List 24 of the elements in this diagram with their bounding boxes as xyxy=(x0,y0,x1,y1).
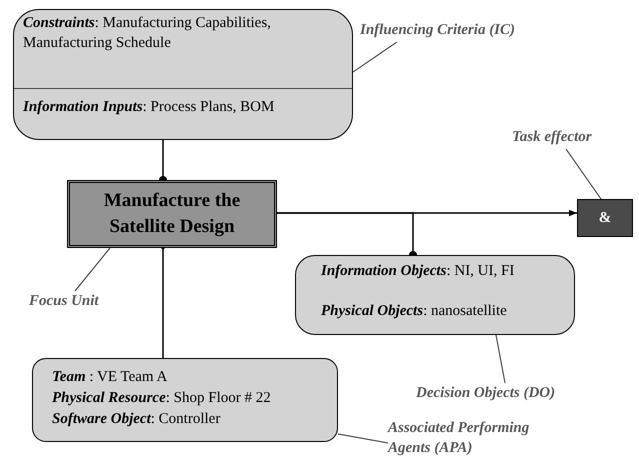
focus-unit-title: Manufacture the Satellite Design xyxy=(102,189,242,239)
object-text: Information Objects: NI, UI, FI xyxy=(321,262,516,281)
object-text: Physical Objects: nanosatellite xyxy=(321,302,508,321)
constraints-text: Constraints: Manufacturing Capabilities, Manufacturing Schedule xyxy=(23,14,272,53)
information-inputs-text: Information Inputs: Process Plans, BOM xyxy=(23,98,276,117)
annotation-label: Decision Objects (DO) xyxy=(416,385,556,401)
influencing-criteria-box xyxy=(13,9,353,140)
focus-unit-box xyxy=(67,180,277,248)
leader-line xyxy=(338,434,388,444)
agent-text: Team : VE Team A xyxy=(52,368,168,387)
leader-line xyxy=(352,42,398,72)
leader-line xyxy=(566,148,602,200)
annotation-label: Focus Unit xyxy=(29,293,99,309)
agent-text: Software Object: Controller xyxy=(52,410,222,429)
leader-line xyxy=(496,334,506,384)
agent-text: Physical Resource: Shop Floor # 22 xyxy=(52,389,272,408)
annotation-label: Influencing Criteria (IC) xyxy=(360,22,516,38)
decision-objects-box xyxy=(295,255,575,335)
leader-line xyxy=(74,248,110,292)
annotation-label: Task effector xyxy=(512,129,592,145)
task-effector-box xyxy=(577,199,633,237)
performing-agents-box xyxy=(32,358,338,442)
and-symbol: & xyxy=(598,208,612,228)
annotation-label: Associated Performing Agents (APA) xyxy=(388,420,530,456)
